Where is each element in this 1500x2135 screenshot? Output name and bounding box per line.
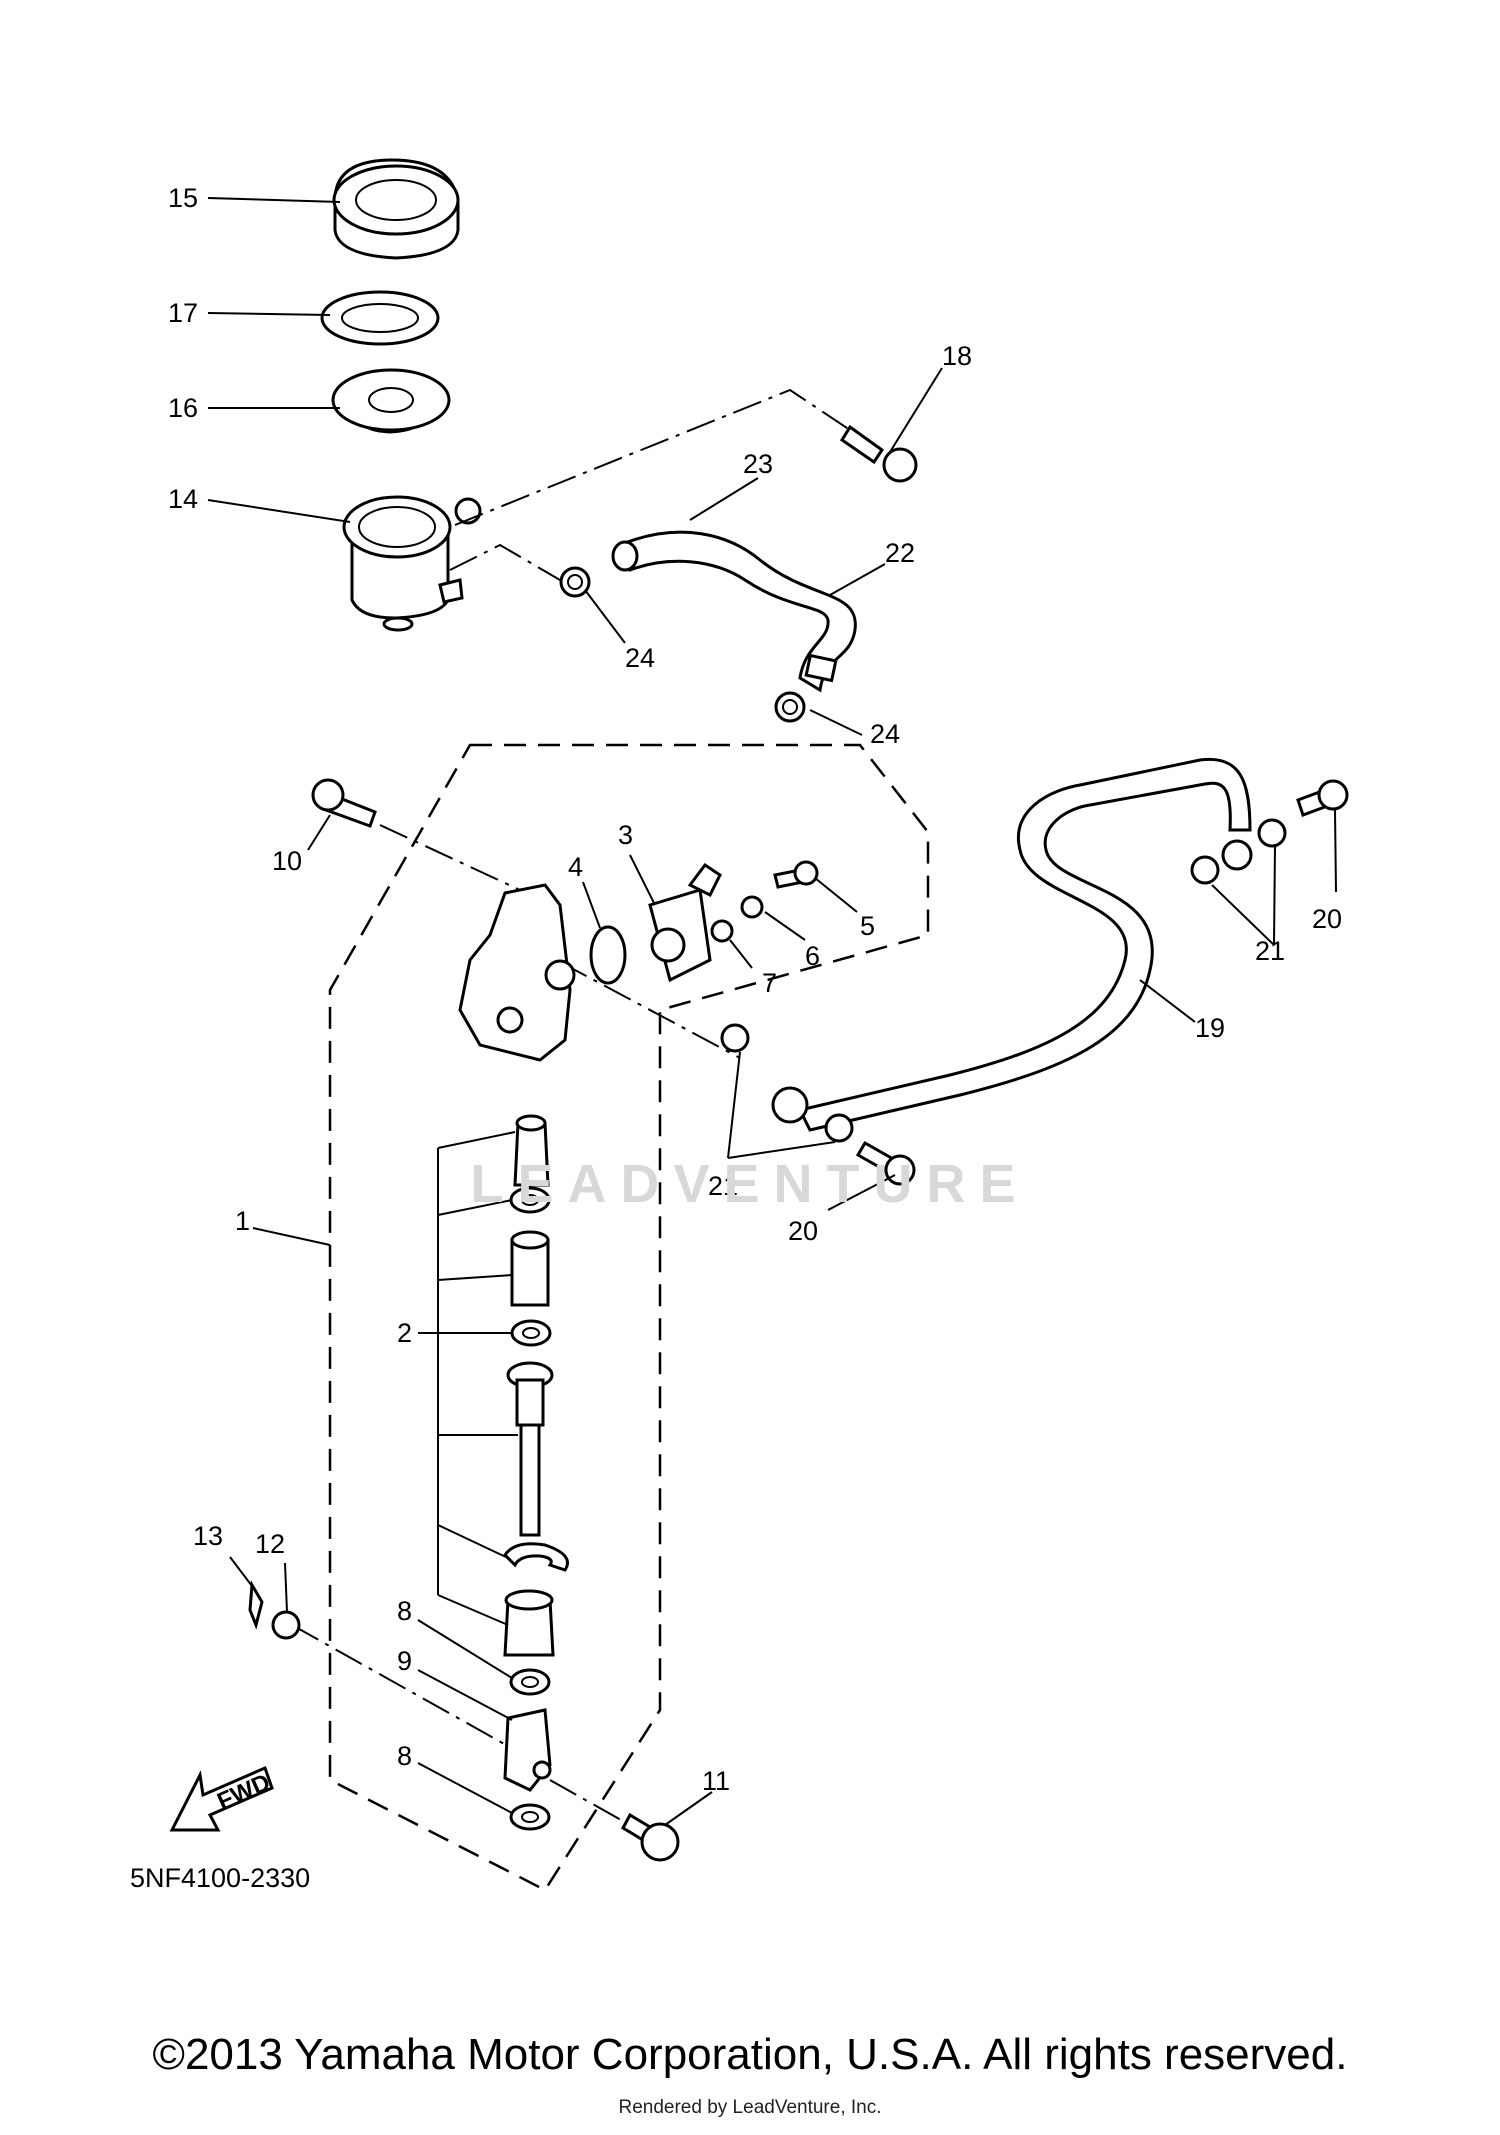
mount-line-24 bbox=[449, 543, 561, 581]
hose-joint bbox=[648, 862, 722, 983]
cotter-pin bbox=[248, 1580, 264, 1630]
copper-washer-21b bbox=[824, 1113, 854, 1143]
brake-hose bbox=[771, 757, 1253, 1132]
callout-21: 21 bbox=[708, 1171, 738, 1201]
callout-2: 2 bbox=[397, 1318, 412, 1348]
callout-13: 13 bbox=[193, 1521, 223, 1551]
callout-7: 7 bbox=[762, 968, 777, 998]
callout-23: 23 bbox=[743, 449, 773, 479]
watermark: LEADVENTURE bbox=[470, 1154, 1030, 1214]
callout-4: 4 bbox=[568, 852, 583, 882]
copper-washer-21a bbox=[720, 1023, 750, 1053]
screw-5 bbox=[773, 860, 819, 889]
reservoir-cap bbox=[332, 158, 460, 260]
callouts: 15 17 16 14 18 23 22 24 24 10 4 3 5 6 7 … bbox=[168, 183, 1342, 1796]
callout-14: 14 bbox=[168, 484, 198, 514]
callout-1: 1 bbox=[235, 1206, 250, 1236]
dust-boot bbox=[503, 1589, 555, 1657]
reservoir-diaphragm bbox=[320, 290, 440, 346]
copper-washer-21d bbox=[1257, 818, 1287, 848]
callout-10: 10 bbox=[272, 846, 302, 876]
washer-7 bbox=[710, 919, 734, 943]
callout-20: 20 bbox=[1312, 904, 1342, 934]
callout-24: 24 bbox=[625, 643, 655, 673]
nut-8-lower bbox=[509, 1803, 551, 1831]
callout-22: 22 bbox=[885, 538, 915, 568]
leader-lines bbox=[207, 197, 1337, 1826]
callout-11: 11 bbox=[702, 1766, 730, 1796]
callout-8: 8 bbox=[397, 1596, 412, 1626]
fwd-arrow: FWD bbox=[169, 1765, 274, 1832]
o-ring-6 bbox=[740, 895, 764, 919]
nut-8-upper bbox=[509, 1668, 551, 1696]
push-rod bbox=[506, 1361, 554, 1537]
master-cylinder-body bbox=[458, 883, 576, 1062]
spring bbox=[513, 1114, 550, 1187]
hose-clip-upper bbox=[559, 566, 591, 598]
callout-5: 5 bbox=[860, 911, 875, 941]
callout-21: 21 bbox=[1255, 936, 1285, 966]
bolt-18 bbox=[839, 424, 918, 483]
callout-16: 16 bbox=[168, 393, 198, 423]
callout-9: 9 bbox=[397, 1646, 412, 1676]
callout-8: 8 bbox=[397, 1741, 412, 1771]
callout-24: 24 bbox=[870, 719, 900, 749]
reservoir-hose bbox=[611, 530, 857, 693]
callout-6: 6 bbox=[805, 941, 820, 971]
diagram-code: 5NF4100-2330 bbox=[130, 1863, 310, 1893]
circlip bbox=[503, 1542, 569, 1572]
piston bbox=[510, 1230, 550, 1307]
copyright-notice: ©2013 Yamaha Motor Corporation, U.S.A. A… bbox=[152, 2030, 1348, 2079]
callout-12: 12 bbox=[255, 1529, 285, 1559]
callout-15: 15 bbox=[168, 183, 198, 213]
rendered-by-notice: Rendered by LeadVenture, Inc. bbox=[618, 2097, 882, 2118]
callout-17: 17 bbox=[168, 298, 198, 328]
mount-line-10 bbox=[379, 824, 521, 891]
mount-line-18 bbox=[454, 388, 851, 526]
assembly-boundary bbox=[328, 743, 930, 1892]
mount-line-11 bbox=[549, 1779, 631, 1826]
secondary-cup bbox=[510, 1319, 552, 1347]
diaphragm-holder bbox=[331, 368, 451, 434]
callout-3: 3 bbox=[618, 820, 633, 850]
callout-20: 20 bbox=[788, 1216, 818, 1246]
washer-12 bbox=[271, 1610, 301, 1640]
bolt-10 bbox=[311, 778, 377, 828]
reservoir-tank bbox=[342, 495, 482, 632]
mount-line-21 bbox=[559, 961, 741, 1059]
callout-19: 19 bbox=[1195, 1013, 1225, 1043]
hose-clip-lower bbox=[774, 691, 806, 723]
clevis bbox=[503, 1708, 552, 1792]
callout-18: 18 bbox=[942, 341, 972, 371]
clevis-pin bbox=[621, 1812, 680, 1862]
union-bolt-20-upper bbox=[1296, 779, 1349, 817]
o-ring bbox=[589, 925, 627, 985]
copper-washer-21c bbox=[1190, 855, 1220, 885]
mount-line-12 bbox=[291, 1624, 516, 1751]
